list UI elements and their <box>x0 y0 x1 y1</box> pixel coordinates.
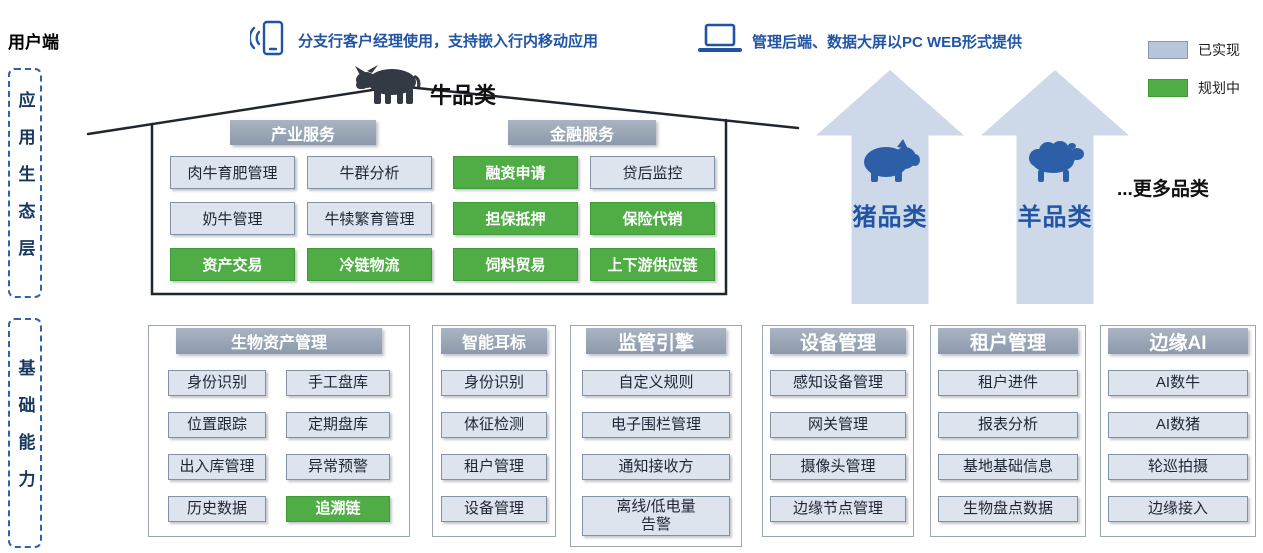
capability-item: AI数牛 <box>1108 370 1248 396</box>
capability-item: 网关管理 <box>770 412 906 438</box>
capability-header: 边缘AI <box>1108 328 1248 354</box>
capability-item: 通知接收方 <box>582 454 730 480</box>
layer-base-capability: 基础能力 <box>8 318 42 548</box>
capability-header: 设备管理 <box>770 328 906 354</box>
capability-column-device-mgmt: 设备管理 感知设备管理 网关管理 摄像头管理 边缘节点管理 <box>762 325 914 537</box>
capability-item: AI数猪 <box>1108 412 1248 438</box>
service-item: 资产交易 <box>170 248 295 281</box>
more-categories-label: ...更多品类 <box>1117 179 1209 200</box>
service-item: 贷后监控 <box>590 156 715 189</box>
service-item: 饲料贸易 <box>453 248 578 281</box>
sheep-category-arrow: 羊品类 <box>981 70 1129 304</box>
capability-item: 手工盘库 <box>286 370 390 396</box>
user-side-label: 用户端 <box>8 33 59 52</box>
capability-item: 位置跟踪 <box>168 412 266 438</box>
capability-item: 租户进件 <box>938 370 1078 396</box>
layer-app-ecosystem-label: 应用生态层 <box>15 90 35 276</box>
capability-item: 生物盘点数据 <box>938 496 1078 522</box>
service-item: 担保抵押 <box>453 202 578 235</box>
capability-item: 身份识别 <box>168 370 266 396</box>
web-note-text: 管理后端、数据大屏以PC WEB形式提供 <box>752 34 1023 51</box>
legend-planned-label: 规划中 <box>1198 80 1240 96</box>
capability-item: 轮巡拍摄 <box>1108 454 1248 480</box>
finance-services-grid: 融资申请 贷后监控 担保抵押 保险代销 饲料贸易 上下游供应链 <box>453 156 715 281</box>
capability-item: 异常预警 <box>286 454 390 480</box>
capability-item: 身份识别 <box>441 370 547 396</box>
industry-services-grid: 肉牛育肥管理 牛群分析 奶牛管理 牛犊繁育管理 资产交易 冷链物流 <box>170 156 432 281</box>
capability-header: 租户管理 <box>938 328 1078 354</box>
capability-item: 租户管理 <box>441 454 547 480</box>
service-item: 肉牛育肥管理 <box>170 156 295 189</box>
capability-items: 身份识别 手工盘库 位置跟踪 定期盘库 出入库管理 异常预警 历史数据 追溯链 <box>168 370 390 522</box>
legend-implemented-label: 已实现 <box>1198 42 1240 58</box>
capability-column-regulatory-engine: 监管引擎 自定义规则 电子围栏管理 通知接收方 离线/低电量 告警 <box>570 325 742 547</box>
capability-item: 摄像头管理 <box>770 454 906 480</box>
service-item: 奶牛管理 <box>170 202 295 235</box>
sheep-category-label: 羊品类 <box>1017 204 1093 231</box>
capability-item: 体征检测 <box>441 412 547 438</box>
capability-items: AI数牛 AI数猪 轮巡拍摄 边缘接入 <box>1108 370 1248 522</box>
capability-items: 感知设备管理 网关管理 摄像头管理 边缘节点管理 <box>770 370 906 522</box>
capability-item: 设备管理 <box>441 496 547 522</box>
laptop-icon <box>698 22 742 61</box>
legend-planned-swatch <box>1148 79 1188 97</box>
service-item: 牛群分析 <box>307 156 432 189</box>
capability-item: 报表分析 <box>938 412 1078 438</box>
capability-header: 智能耳标 <box>441 328 547 354</box>
capability-item: 电子围栏管理 <box>582 412 730 438</box>
pig-category-label: 猪品类 <box>852 204 928 231</box>
capability-item: 定期盘库 <box>286 412 390 438</box>
capability-column-tenant-mgmt: 租户管理 租户进件 报表分析 基地基础信息 生物盘点数据 <box>930 325 1086 537</box>
legend-row-planned: 规划中 <box>1148 78 1240 98</box>
industry-services-header: 产业服务 <box>230 120 376 145</box>
legend-implemented-swatch <box>1148 41 1188 59</box>
pig-category-arrow: 猪品类 <box>816 70 964 304</box>
capability-item: 基地基础信息 <box>938 454 1078 480</box>
finance-services-header: 金融服务 <box>508 120 656 145</box>
capability-item: 感知设备管理 <box>770 370 906 396</box>
capability-items: 身份识别 体征检测 租户管理 设备管理 <box>441 370 547 522</box>
layer-base-capability-label: 基础能力 <box>15 359 35 507</box>
layer-app-ecosystem: 应用生态层 <box>8 68 42 298</box>
web-note: 管理后端、数据大屏以PC WEB形式提供 <box>698 22 1022 61</box>
capability-column-ear-tag: 智能耳标 身份识别 体征检测 租户管理 设备管理 <box>432 325 556 537</box>
legend: 已实现 规划中 <box>1148 40 1240 98</box>
service-item: 上下游供应链 <box>590 248 715 281</box>
capability-item: 边缘接入 <box>1108 496 1248 522</box>
capability-column-edge-ai: 边缘AI AI数牛 AI数猪 轮巡拍摄 边缘接入 <box>1100 325 1256 537</box>
cattle-category-label: 牛品类 <box>430 83 497 108</box>
capability-column-bio-asset: 生物资产管理 身份识别 手工盘库 位置跟踪 定期盘库 出入库管理 异常预警 历史… <box>148 325 410 537</box>
capability-item: 自定义规则 <box>582 370 730 396</box>
legend-row-implemented: 已实现 <box>1148 40 1240 60</box>
capability-item: 离线/低电量 告警 <box>582 496 730 536</box>
capability-items: 租户进件 报表分析 基地基础信息 生物盘点数据 <box>938 370 1078 522</box>
capability-item: 边缘节点管理 <box>770 496 906 522</box>
capability-header: 监管引擎 <box>586 328 726 354</box>
capability-item: 追溯链 <box>286 496 390 522</box>
service-item: 保险代销 <box>590 202 715 235</box>
sheep-icon <box>1022 138 1088 189</box>
mobile-note-text: 分支行客户经理使用，支持嵌入行内移动应用 <box>298 33 599 50</box>
mobile-note: 分支行客户经理使用，支持嵌入行内移动应用 <box>248 18 599 63</box>
pig-icon <box>857 138 923 189</box>
service-item: 融资申请 <box>453 156 578 189</box>
capability-header: 生物资产管理 <box>176 328 382 354</box>
service-item: 牛犊繁育管理 <box>307 202 432 235</box>
mobile-phone-icon <box>248 18 288 63</box>
service-item: 冷链物流 <box>307 248 432 281</box>
capability-item: 出入库管理 <box>168 454 266 480</box>
capability-items: 自定义规则 电子围栏管理 通知接收方 离线/低电量 告警 <box>582 370 730 536</box>
cow-icon <box>352 62 424 113</box>
capability-item: 历史数据 <box>168 496 266 522</box>
